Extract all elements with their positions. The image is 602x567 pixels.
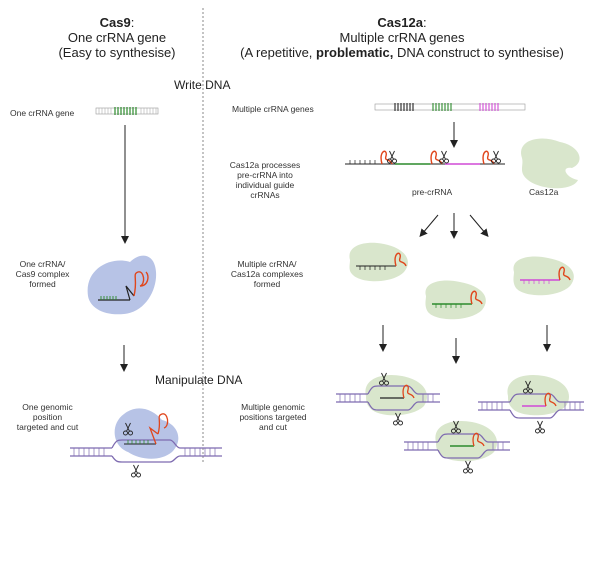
cas12a-title: Cas12a [377, 15, 423, 30]
cas12a-subtitle: Multiple crRNA genes [339, 30, 465, 45]
label-multi-complex-line1: Multiple crRNA/ [237, 259, 297, 269]
arrow-down-icon [419, 214, 439, 238]
cas12a-protein [521, 138, 580, 189]
multi-crrna-genes-dna [374, 103, 526, 111]
label-one-target-line1: One genomic [22, 402, 73, 412]
label-process-line1: Cas12a processes [229, 160, 301, 170]
label-one-complex-line2: Cas9 complex [15, 269, 70, 279]
label-process-line4: crRNAs [250, 190, 280, 200]
label-one-target: One genomic position targeted and cut [5, 402, 90, 432]
pre-crrna-strand [345, 150, 505, 165]
cas12a-note-post: DNA construct to synthesise) [393, 45, 564, 60]
label-multi-genes: Multiple crRNA genes [232, 104, 314, 114]
cas12a-dna-cut-2 [404, 420, 510, 474]
label-multi-complex: Multiple crRNA/ Cas12a complexes formed [222, 259, 312, 289]
cas12a-title-colon: : [422, 15, 427, 30]
one-crrna-gene-dna [95, 107, 159, 115]
scissors-icon [131, 464, 141, 478]
cas12a-complex-1 [349, 242, 408, 282]
cas12a-note: (A repetitive, problematic, DNA construc… [212, 45, 592, 60]
label-one-complex: One crRNA/ Cas9 complex formed [5, 259, 80, 289]
cas9-subtitle: One crRNA gene [67, 30, 167, 45]
scissors-icon [535, 420, 545, 434]
cas9-dna-cut [70, 408, 222, 478]
label-multi-target: Multiple genomic positions targeted and … [228, 402, 318, 432]
cas9-header: Cas9: One crRNA gene (Easy to synthesise… [22, 15, 212, 60]
label-cas12a: Cas12a [529, 187, 559, 197]
section-manipulate-dna: Manipulate DNA [155, 373, 243, 387]
cas12a-header: Cas12a: Multiple crRNA genes (A repetiti… [212, 15, 592, 60]
cas9-note: (Easy to synthesise) [58, 45, 176, 60]
label-multi-complex-line3: formed [253, 279, 281, 289]
label-one-crrna-gene: One crRNA gene [10, 108, 75, 118]
label-multi-target-line2: positions targeted [239, 412, 307, 422]
cas12a-dna-cut-1 [336, 372, 440, 426]
cas12a-note-pre: (A repetitive, [240, 45, 317, 60]
label-process-line2: pre-crRNA into [237, 170, 293, 180]
label-multi-complex-line2: Cas12a complexes [230, 269, 304, 279]
label-one-complex-line3: formed [29, 279, 56, 289]
label-process: Cas12a processes pre-crRNA into individu… [220, 160, 310, 200]
scissors-icon [463, 460, 473, 474]
label-pre-crrna: pre-crRNA [412, 187, 453, 197]
cas9-title: Cas9 [99, 15, 131, 30]
section-write-dna: Write DNA [174, 78, 231, 92]
cas12a-complex-2 [425, 280, 486, 320]
cas12a-complex-3 [513, 256, 574, 296]
label-one-target-line3: targeted and cut [16, 422, 79, 432]
label-multi-target-line1: Multiple genomic [241, 402, 305, 412]
cas12a-note-bold: problematic, [316, 45, 394, 60]
label-one-complex-line1: One crRNA/ [19, 259, 66, 269]
label-multi-target-line3: and cut [259, 422, 287, 432]
arrow-down-icon [469, 214, 489, 238]
cas12a-dna-cut-3 [478, 374, 584, 434]
label-process-line3: individual guide [235, 180, 295, 190]
cas9-complex [87, 255, 157, 315]
label-one-target-line2: position [32, 412, 63, 422]
cas9-title-colon: : [130, 15, 135, 30]
